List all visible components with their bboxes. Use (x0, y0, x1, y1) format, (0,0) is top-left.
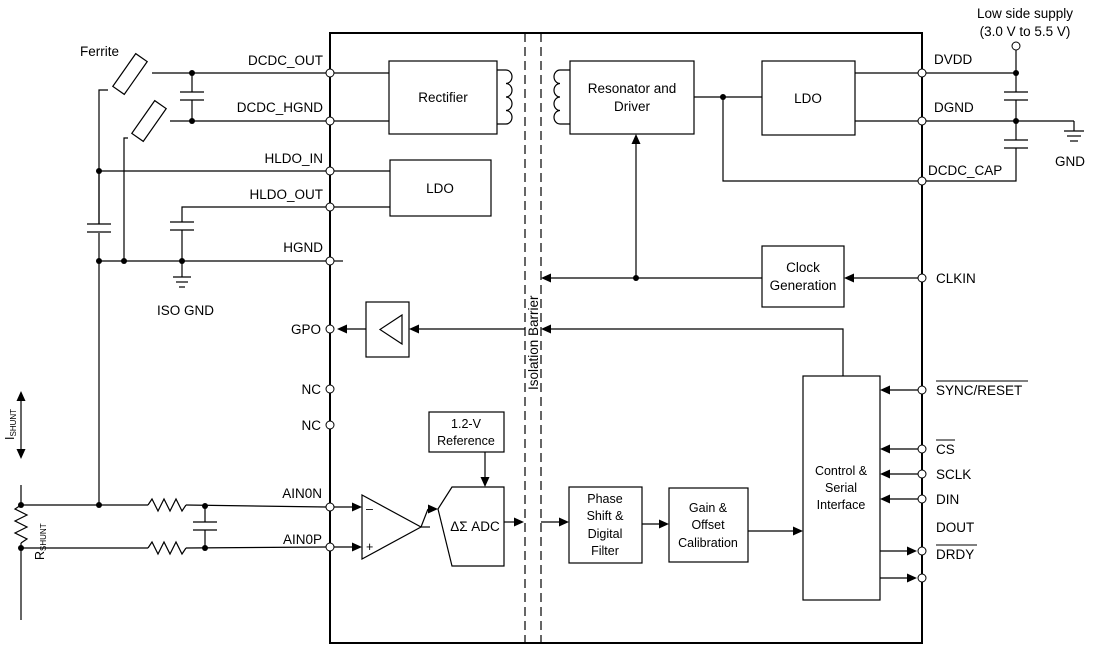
phase-label-3: Digital (588, 527, 623, 541)
supply-terminal (1011, 41, 1021, 51)
ferrite-bead-bottom (130, 99, 168, 143)
ldo-top-block (761, 60, 856, 136)
resistor-ain0p (147, 540, 187, 556)
pin-nc-1: NC (302, 382, 322, 397)
pin-hgnd: HGND (283, 240, 323, 255)
svg-text:ISHUNT: ISHUNT (3, 409, 18, 440)
pga-plus-label: + (366, 540, 373, 554)
ctrl-label-2: Serial (825, 481, 857, 495)
ctrl-label-1: Control & (815, 464, 868, 478)
ldo-hldo-label: LDO (426, 181, 454, 196)
clock-generation-block (761, 245, 845, 308)
gnd-label: GND (1055, 154, 1085, 169)
pin-gpo: GPO (291, 322, 321, 337)
reference-block (428, 411, 505, 453)
gain-label-2: Offset (691, 518, 725, 532)
resonator-label-2: Driver (614, 99, 651, 114)
pin-dgnd: DGND (934, 100, 974, 115)
shunt-resistor (13, 504, 29, 544)
pin-din: DIN (936, 492, 959, 507)
gpo-buffer-triangle (378, 313, 403, 346)
ldo-hldo-block (389, 159, 492, 217)
pin-sclk: SCLK (936, 467, 971, 482)
phase-label-2: Shift & (587, 509, 624, 523)
resonator-label-1: Resonator and (588, 81, 677, 96)
svg-text:RSHUNT: RSHUNT (33, 523, 48, 560)
pin-drdy: DRDY (936, 547, 974, 562)
phase-label-4: Filter (591, 544, 619, 558)
gain-offset-block (668, 487, 749, 563)
pin-sync-reset: SYNC/RESET (936, 383, 1022, 398)
ldo-top-label: LDO (794, 91, 822, 106)
pin-nc-2: NC (302, 418, 322, 433)
ctrl-label-3: Interface (817, 498, 866, 512)
pin-dcdc-out: DCDC_OUT (248, 53, 323, 68)
ishunt-label: ISHUNT (3, 409, 18, 440)
pin-hldo-out: HLDO_OUT (249, 187, 323, 202)
rectifier-block (388, 60, 498, 135)
resistor-ain0n (147, 497, 187, 513)
resonator-driver-block (569, 60, 695, 135)
supply-label-1: Low side supply (977, 6, 1073, 21)
pin-dout: DOUT (936, 520, 974, 535)
ferrite-label: Ferrite (80, 44, 119, 59)
adc-block (437, 486, 505, 567)
pga-minus-label: – (366, 502, 373, 516)
pin-hldo-in: HLDO_IN (264, 151, 323, 166)
pin-dvdd: DVDD (934, 52, 973, 67)
pin-ain0n: AIN0N (282, 486, 322, 501)
clock-label-2: Generation (770, 278, 837, 293)
pin-dcdc-cap: DCDC_CAP (928, 163, 1002, 178)
transformer-primary-coil (505, 69, 513, 125)
rectifier-label: Rectifier (418, 90, 468, 105)
rshunt-label: RSHUNT (33, 523, 48, 560)
pga-amplifier (361, 493, 423, 561)
control-serial-block (802, 375, 881, 601)
gain-label-1: Gain & (689, 501, 728, 515)
pin-cs: CS (936, 442, 955, 457)
ferrite-bead-top (111, 52, 149, 96)
iso-gnd-label: ISO GND (157, 303, 214, 318)
clock-label-1: Clock (786, 260, 820, 275)
pin-clkin: CLKIN (936, 271, 976, 286)
pin-dcdc-hgnd: DCDC_HGND (237, 100, 324, 115)
adc-label: ΔΣ ADC (450, 519, 500, 534)
phase-filter-block (568, 486, 643, 564)
reference-label-1: 1.2-V (451, 417, 482, 431)
pin-ain0p: AIN0P (283, 532, 322, 547)
phase-label-1: Phase (587, 492, 622, 506)
reference-label-2: Reference (437, 434, 495, 448)
supply-label-2: (3.0 V to 5.5 V) (980, 24, 1071, 39)
isolation-barrier-label: Isolation Barrier (526, 295, 541, 390)
gain-label-3: Calibration (678, 536, 738, 550)
transformer-secondary-coil (553, 69, 561, 125)
